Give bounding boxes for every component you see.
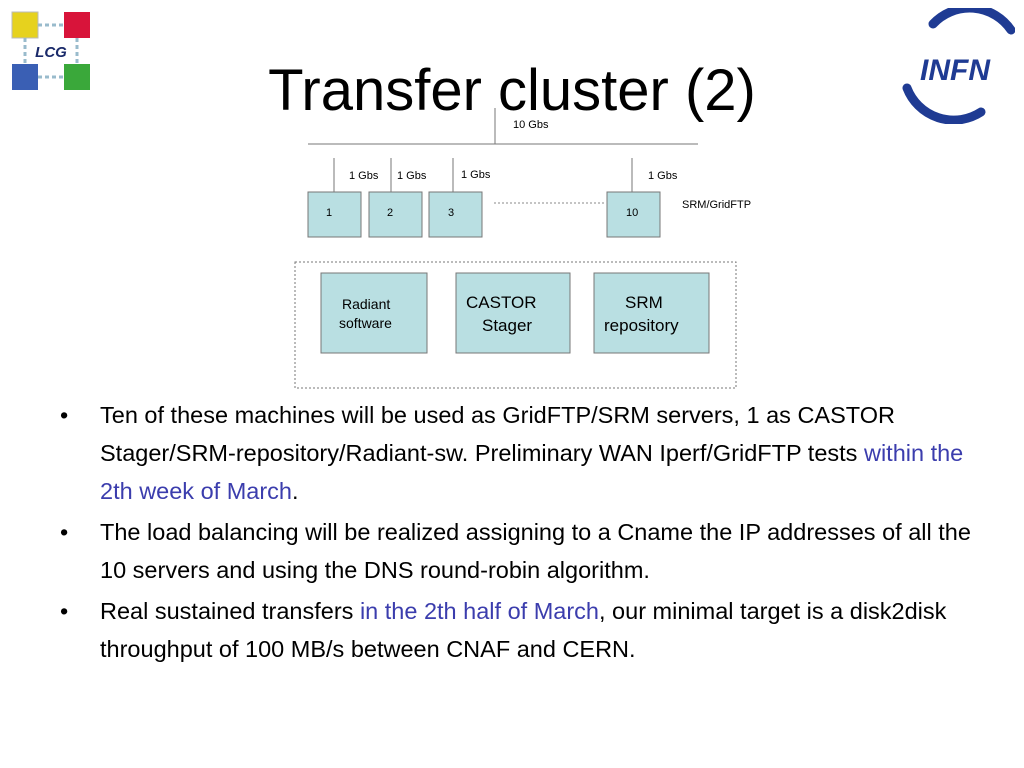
service-label-line2: repository [604, 316, 679, 335]
bullet-item: The load balancing will be realized assi… [58, 513, 998, 589]
lcg-logo: LCG [11, 11, 90, 90]
bullet-text: . [292, 478, 299, 504]
node-box-3 [428, 191, 483, 238]
bullet-highlight: in the 2th half of March [359, 598, 599, 624]
bullet-list: Ten of these machines will be used as Gr… [58, 396, 998, 671]
service-box-srm [593, 272, 710, 354]
node-label: 1 [326, 207, 332, 219]
lcg-logo-text: LCG [35, 44, 67, 61]
node-group-label: SRM/GridFTP [682, 199, 751, 211]
node-box-1 [307, 191, 362, 238]
link-label: 1 Gbs [648, 170, 678, 182]
backbone-label: 10 Gbs [513, 119, 549, 131]
node-label: 10 [626, 207, 638, 219]
bullet-highlight: within the 2th week of March [100, 440, 964, 504]
cluster-diagram: 10 Gbs 1 Gbs 1 Gbs 1 Gbs 1 Gbs 1 2 3 10 … [294, 108, 751, 389]
service-label-line2: Stager [482, 316, 532, 335]
service-label-line1: Radiant [342, 296, 390, 312]
bullet-text: Real sustained transfers [100, 598, 360, 624]
service-label-line1: SRM [625, 293, 663, 312]
link-label: 1 Gbs [461, 169, 491, 181]
node-label: 2 [387, 207, 393, 219]
service-box-castor [455, 272, 571, 354]
bullet-text: The load balancing will be realized assi… [100, 519, 971, 583]
bullet-text: , our minimal target is a disk2disk thro… [100, 598, 947, 662]
node-label: 3 [448, 207, 454, 219]
bullet-text: Ten of these machines will be used as Gr… [100, 402, 895, 466]
infn-logo-text: INFN [920, 54, 991, 87]
service-label-line2: software [339, 315, 392, 331]
service-group-frame [294, 261, 737, 389]
node-box-2 [368, 191, 423, 238]
node-box-10 [606, 191, 661, 238]
link-label: 1 Gbs [397, 170, 427, 182]
infn-logo: INFN [902, 8, 1015, 124]
bullet-item: Real sustained transfers in the 2th half… [58, 592, 998, 668]
link-label: 1 Gbs [349, 170, 379, 182]
bullet-item: Ten of these machines will be used as Gr… [58, 396, 998, 510]
slide-title: Transfer cluster (2) [268, 58, 756, 123]
service-box-radiant [320, 272, 428, 354]
service-label-line1: CASTOR [466, 293, 537, 312]
